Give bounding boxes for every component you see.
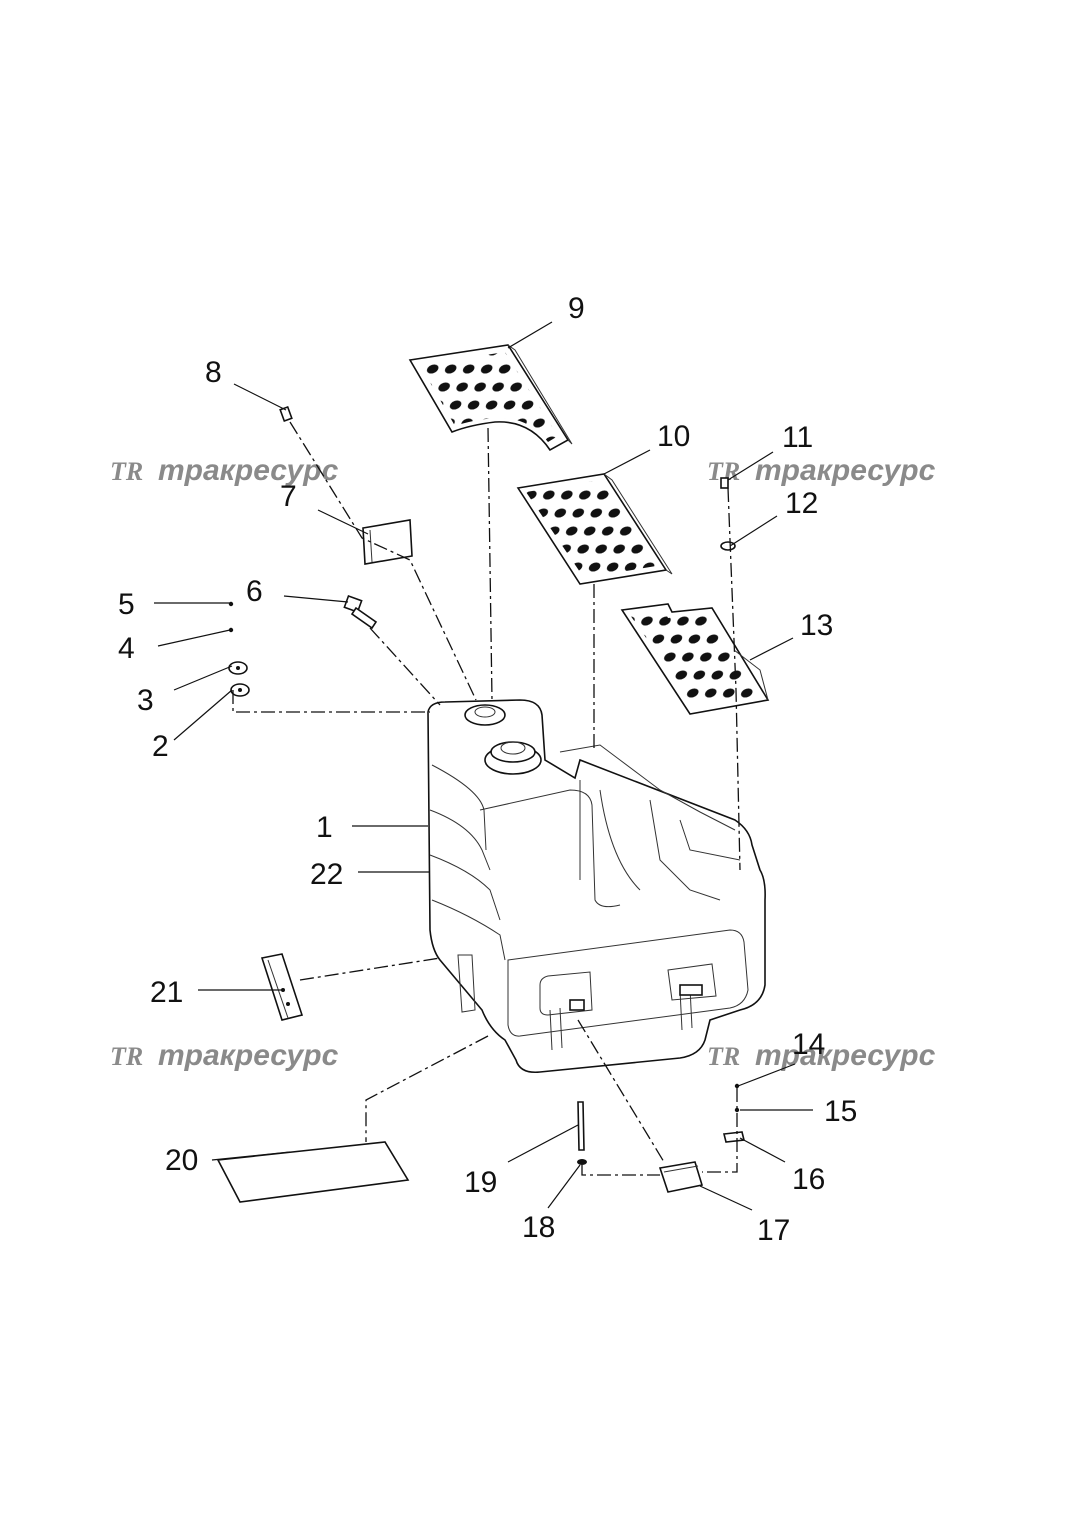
assembly-lines [232,421,741,1176]
callout-10: 10 [657,420,690,453]
watermark-text: тракресурс [755,454,936,487]
callouts: 1 2 3 4 5 6 7 8 9 10 11 12 13 14 15 16 1… [118,292,857,1247]
part-12-washer [720,541,736,551]
watermark-top-right: TR тракресурс [707,454,936,487]
callout-9: 9 [568,292,585,325]
callout-1: 1 [316,811,333,844]
callout-15: 15 [824,1095,857,1128]
callout-16: 16 [792,1163,825,1196]
leader-lines [154,321,813,1211]
callout-14: 14 [792,1028,825,1061]
callout-20: 20 [165,1144,198,1177]
watermark-bottom-right: TR тракресурс [707,1039,936,1072]
callout-8: 8 [205,356,222,389]
callout-3: 3 [137,684,154,717]
callout-4: 4 [118,632,135,665]
watermark-bottom-left: TR тракресурс [110,1039,339,1072]
part-17-bracket [658,1161,704,1193]
callout-18: 18 [522,1211,555,1244]
part-19-bolt [577,1101,585,1151]
watermark-text: тракресурс [158,1039,339,1072]
callout-5: 5 [118,588,135,621]
part-20-plate [216,1141,410,1203]
part-13-perforated-cover [620,603,770,715]
part-10-perforated-cover [516,473,673,585]
callout-17: 17 [757,1214,790,1247]
part-14-16-hardware [723,1083,745,1143]
callout-13: 13 [800,609,833,642]
part-2-5-hardware [228,601,250,697]
callout-11: 11 [782,421,813,454]
part-7-plate [362,519,413,565]
callout-19: 19 [464,1166,497,1199]
part-11-bolt [720,477,729,489]
watermark-logo: TR [707,1042,740,1071]
part-1-tank [427,699,766,1074]
watermark-logo: TR [110,457,143,486]
callout-7: 7 [280,480,297,513]
watermark-top-left: TR тракресурс [110,454,339,487]
part-8-bolt [279,405,293,423]
callout-21: 21 [150,976,183,1009]
part-9-perforated-cover [408,344,573,452]
part-6-fitting [343,594,378,630]
callout-22: 22 [310,858,343,891]
callout-6: 6 [246,575,263,608]
part-21-bracket [260,953,304,1021]
callout-2: 2 [152,730,169,763]
watermark-logo: TR [110,1042,143,1071]
part-18-washer [577,1159,587,1165]
callout-12: 12 [785,487,818,520]
watermark-text: тракресурс [755,1039,936,1072]
watermark-text: тракресурс [158,454,339,487]
